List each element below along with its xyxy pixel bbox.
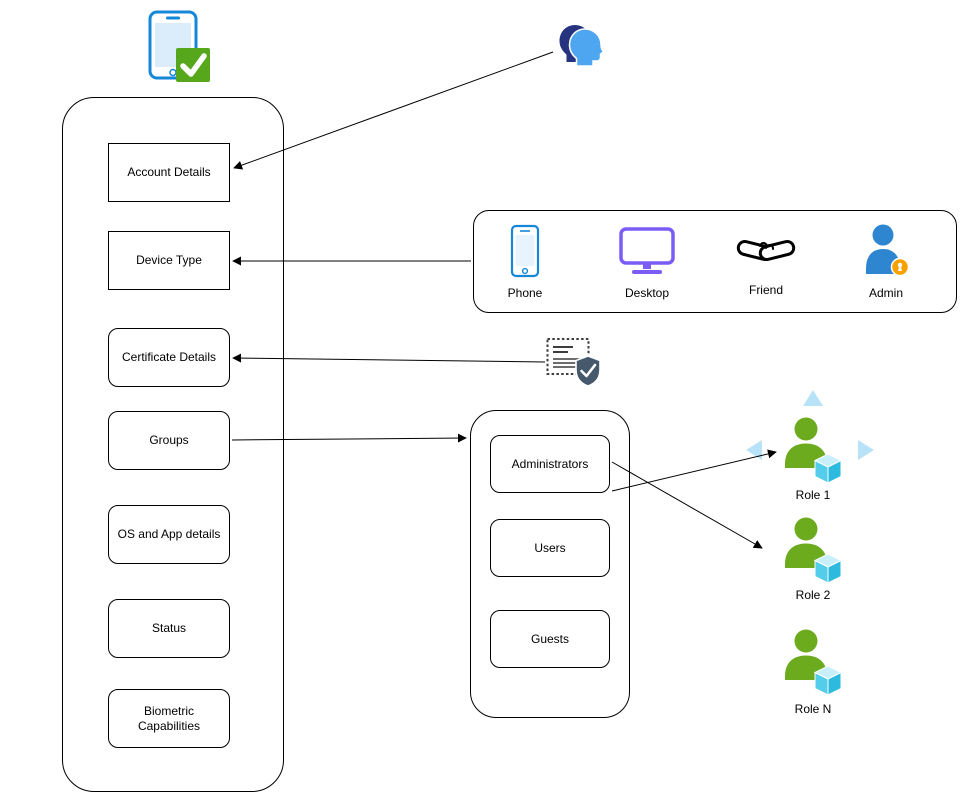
edge-administrators-to-role-2[interactable]: [611, 461, 763, 549]
desktop-monitor-icon[interactable]: [619, 227, 675, 277]
faces-icon[interactable]: [556, 22, 606, 68]
admin-user-icon[interactable]: [864, 222, 910, 280]
handshake-icon[interactable]: [735, 227, 797, 273]
node-users[interactable]: Users: [490, 519, 610, 577]
node-status[interactable]: Status: [108, 599, 230, 658]
node-groups[interactable]: Groups: [108, 411, 230, 470]
role-user-cube-icon[interactable]: [782, 628, 844, 698]
certificate-shield-icon[interactable]: [546, 334, 602, 388]
role-2-label: Role 2: [795, 588, 831, 602]
node-administrators[interactable]: Administrators: [490, 435, 610, 493]
node-account-details[interactable]: Account Details: [108, 143, 230, 202]
direction-right-arrow[interactable]: [858, 440, 874, 460]
node-biometric-capabilities[interactable]: Biometric Capabilities: [108, 689, 230, 748]
smartphone-check-icon[interactable]: [146, 10, 212, 86]
device-type-label-phone: Phone: [507, 286, 543, 300]
role-user-cube-icon[interactable]: [782, 416, 844, 486]
device-type-label-desktop: Desktop: [624, 286, 670, 300]
direction-left-arrow[interactable]: [746, 440, 762, 460]
smartphone-icon[interactable]: [510, 224, 540, 278]
node-os-app-details[interactable]: OS and App details: [108, 505, 230, 564]
role-n-label: Role N: [794, 702, 832, 716]
direction-up-arrow[interactable]: [803, 390, 823, 406]
node-guests[interactable]: Guests: [490, 610, 610, 668]
role-user-cube-icon[interactable]: [782, 516, 844, 586]
node-device-type[interactable]: Device Type: [108, 231, 230, 290]
role-1-label: Role 1: [795, 488, 831, 502]
device-type-label-friend: Friend: [748, 283, 783, 297]
device-type-label-admin: Admin: [868, 286, 903, 300]
node-certificate-details[interactable]: Certificate Details: [108, 328, 230, 387]
